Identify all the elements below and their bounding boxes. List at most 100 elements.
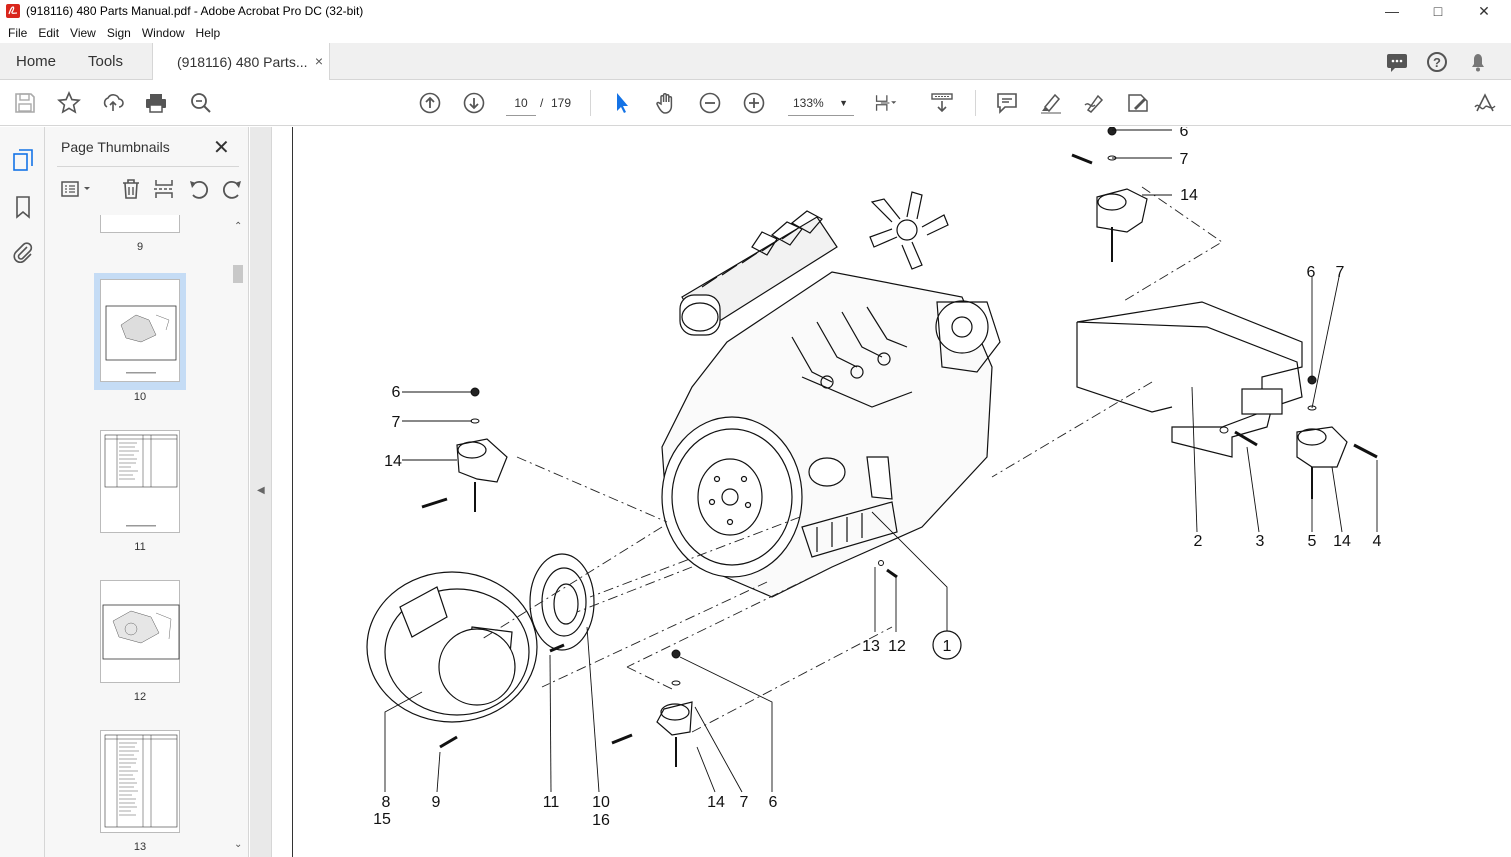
callout-leader-lines [384,129,1378,793]
panel-splitter[interactable]: ◀ [250,127,272,857]
callout-9: 9 [432,794,441,811]
thumbnail-preview [104,734,178,828]
tab-document[interactable]: (918116) 480 Parts... × [152,43,330,81]
collapse-panel-icon[interactable]: ◀ [257,485,265,496]
rotate-clockwise-icon[interactable] [220,177,244,201]
callout-15: 15 [373,811,391,828]
callout-7-bottom: 7 [740,794,749,811]
coupling-part [529,553,595,651]
page-thumbnails-panel: Page Thumbnails ✕ 9 [45,127,249,857]
notifications-bell-icon[interactable] [1466,50,1490,74]
page-thumbnail-label: 11 [134,541,146,553]
maximize-button[interactable]: □ [1433,3,1443,19]
comment-bubble-icon[interactable] [1385,50,1409,74]
page-thumbnail[interactable] [100,215,180,233]
add-comment-icon[interactable] [995,91,1019,115]
callout-4: 4 [1373,533,1382,550]
page-number-input[interactable]: 10 [506,90,536,116]
mounting-bracket-part [1076,301,1303,458]
scrollbar-thumb[interactable] [233,265,243,283]
menu-window[interactable]: Window [141,25,185,40]
hand-tool-icon[interactable] [654,91,678,115]
page-thumbnail[interactable] [100,730,180,833]
bookmarks-icon[interactable] [11,195,35,219]
fill-sign-icon[interactable] [1126,91,1150,115]
help-icon[interactable]: ? [1425,50,1449,74]
callout-2: 2 [1194,533,1203,550]
previous-page-icon[interactable] [418,91,442,115]
page-thumbnail[interactable] [100,580,180,683]
tab-home[interactable]: Home [16,53,57,70]
menu-view[interactable]: View [70,25,96,40]
callout-7-top: 7 [1180,151,1189,168]
callout-11: 11 [543,794,560,811]
left-navigation-rail [0,127,45,857]
thumbnail-preview [104,434,178,527]
menu-edit[interactable]: Edit [38,25,60,40]
callout-14-left: 14 [384,453,402,470]
page-thumbnail-label: 10 [133,391,147,403]
close-panel-icon[interactable]: ✕ [213,137,230,159]
scroll-up-icon[interactable]: ⌃ [234,221,243,232]
callout-16: 16 [592,812,610,829]
search-zoom-icon[interactable] [189,91,213,115]
scroll-down-icon[interactable]: ⌄ [234,839,243,850]
page-thumbnail-label: 9 [136,241,144,253]
save-icon[interactable] [13,91,37,115]
menu-bar: File Edit View Sign Window Help [0,22,1511,43]
window-title: (918116) 480 Parts Manual.pdf - Adobe Ac… [26,4,364,18]
panel-divider [57,166,239,167]
menu-sign[interactable]: Sign [106,25,131,40]
minimize-button[interactable]: — [1385,3,1399,19]
select-cursor-icon[interactable] [610,91,634,115]
scroll-mode-icon[interactable] [930,91,954,115]
thumbnail-options-icon[interactable] [59,177,95,201]
delete-page-icon[interactable] [119,177,143,201]
attachments-paperclip-icon[interactable] [11,240,35,264]
next-page-icon[interactable] [462,91,486,115]
page-thumbnails-icon[interactable] [11,148,35,172]
tab-bar: Home Tools (918116) 480 Parts... × ? [0,43,1511,81]
callout-14-top: 14 [1180,187,1198,204]
zoom-level-select[interactable]: 133% ▼ [788,90,854,116]
page-left-edge [292,127,293,857]
callout-6-left: 6 [392,384,401,401]
insert-page-icon[interactable] [152,177,176,201]
callout-circle [932,630,962,660]
tab-tools[interactable]: Tools [88,53,124,70]
page-display-icon[interactable] [874,91,898,115]
menu-file[interactable]: File [8,25,28,40]
callout-12: 12 [888,638,906,655]
draw-tool-icon[interactable] [1083,91,1107,115]
print-icon[interactable] [144,91,168,115]
callout-7-right: 7 [1336,264,1345,281]
callout-6-bottom: 6 [769,794,778,811]
callout-10: 10 [592,794,610,811]
title-bar: (918116) 480 Parts Manual.pdf - Adobe Ac… [0,0,1511,22]
engine-illustration [661,191,1001,598]
zoom-level-value: 133% [793,96,824,110]
close-window-button[interactable]: ✕ [1478,2,1490,19]
thumbnail-scrollbar[interactable]: ⌃ ⌄ [230,215,246,857]
toolbar-divider [590,90,591,116]
panel-title: Page Thumbnails [61,139,170,155]
callout-5: 5 [1308,533,1317,550]
sign-request-icon[interactable] [1473,91,1497,115]
close-tab-icon[interactable]: × [314,53,323,69]
zoom-out-icon[interactable] [698,91,722,115]
rotate-counterclockwise-icon[interactable] [187,177,211,201]
page-separator: / [540,96,544,110]
bookmark-star-icon[interactable] [57,91,81,115]
tab-document-label: (918116) 480 Parts... [177,54,308,70]
zoom-in-icon[interactable] [742,91,766,115]
page-thumbnail[interactable] [100,430,180,533]
thumbnail-preview [102,604,180,660]
highlight-pen-icon[interactable] [1039,91,1063,115]
document-view[interactable]: 1 2 3 4 5 6 6 6 6 7 7 7 7 8 9 10 11 12 1… [272,127,1511,857]
callout-6-top: 6 [1180,127,1189,140]
total-pages: 179 [551,96,572,110]
share-upload-icon[interactable] [101,91,125,115]
thumbnail-preview [105,305,177,374]
menu-help[interactable]: Help [195,25,221,40]
page-thumbnail-selected[interactable] [100,279,180,382]
